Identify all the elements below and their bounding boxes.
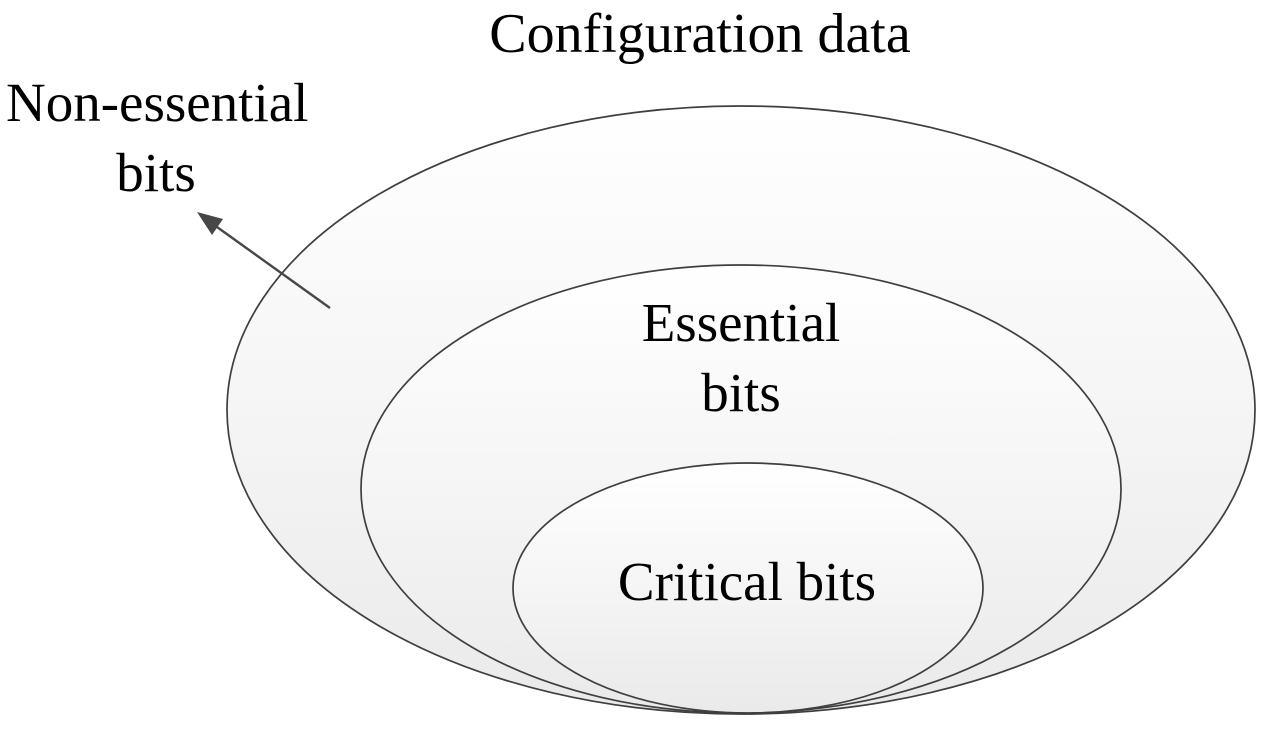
- diagram-title: Configuration data: [489, 3, 911, 65]
- non-essential-bits-label-line1: Non-essential: [6, 72, 309, 133]
- arrow-head-icon: [197, 212, 223, 235]
- essential-bits-label-line1: Essential: [641, 292, 841, 353]
- arrow-line: [216, 226, 331, 309]
- critical-bits-ellipse: [512, 462, 984, 714]
- non-essential-bits-label: Non-essential bits: [6, 68, 309, 208]
- essential-bits-label-line2: bits: [701, 362, 781, 423]
- non-essential-bits-label-line2: bits: [116, 142, 196, 203]
- non-essential-arrow: [197, 212, 331, 309]
- essential-bits-label: Essential bits: [591, 288, 891, 428]
- critical-bits-label: Critical bits: [617, 551, 877, 612]
